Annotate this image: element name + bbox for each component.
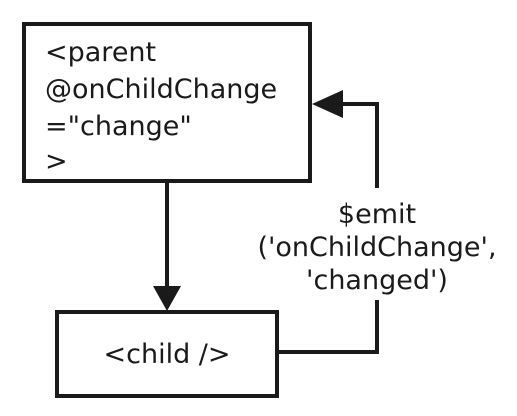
child-text: <child />	[103, 339, 230, 370]
parent-text-line-4: >	[45, 146, 68, 177]
parent-component-box: <parent @onChildChange ="change" >	[22, 22, 312, 183]
down-arrowhead	[153, 286, 181, 311]
child-component-box: <child />	[55, 310, 279, 398]
parent-text-line-2: @onChildChange	[45, 74, 277, 105]
emit-label-backdrop	[252, 188, 510, 300]
parent-text-line-3: ="change"	[45, 111, 192, 142]
emit-label: $emit ('onChildChange', 'changed')	[252, 188, 510, 300]
child-box-border	[55, 310, 279, 398]
emit-label-line-1: $emit	[338, 199, 416, 230]
parent-box-border	[22, 22, 312, 183]
emit-label-line-3: 'changed')	[306, 265, 448, 296]
emit-label-line-2: ('onChildChange',	[257, 232, 496, 263]
parent-text-line-1: <parent	[45, 37, 156, 68]
left-arrowhead	[312, 90, 343, 118]
parent-to-child-arrow	[153, 183, 181, 311]
